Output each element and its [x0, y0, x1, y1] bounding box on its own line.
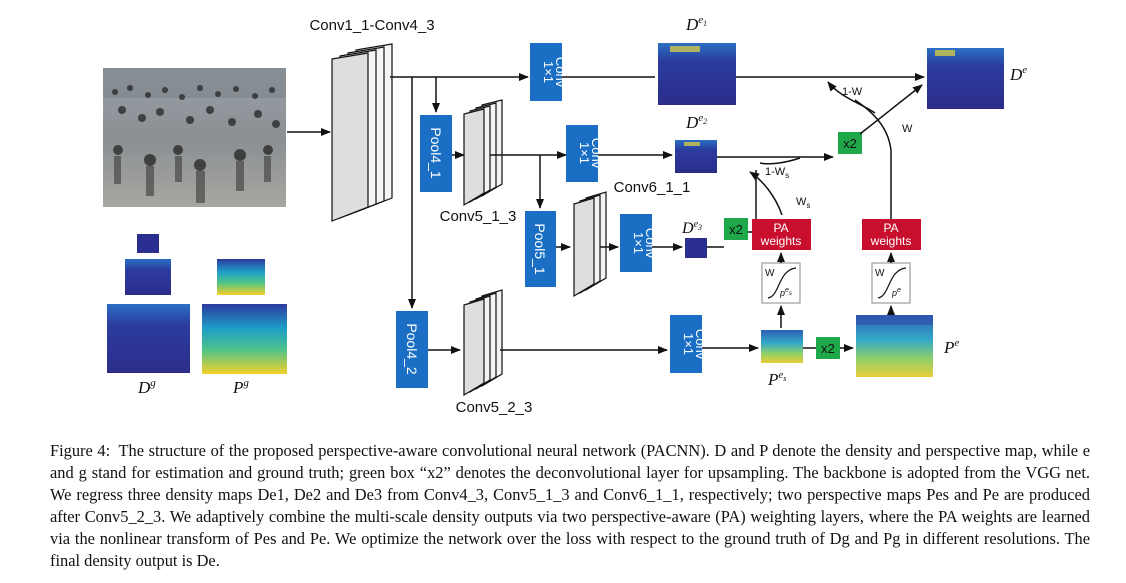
ground-truth-density-pyramid — [107, 234, 190, 373]
transform-box-large: W pe — [871, 262, 911, 304]
svg-text:1×1: 1×1 — [577, 142, 592, 164]
pool4-2-label: Pool4_2 — [404, 323, 420, 375]
pool4-2-box: Pool4_2 — [396, 311, 428, 388]
perspective-map-pes — [761, 330, 803, 363]
density-map-de3 — [685, 238, 707, 258]
conv6-1-1-label: Conv6_1_1 — [614, 179, 691, 196]
de-label: De — [1009, 64, 1027, 84]
density-map-de2 — [675, 140, 717, 173]
svg-text:Conv: Conv — [693, 329, 708, 360]
pool4-1-label: Pool4_1 — [428, 127, 444, 179]
svg-text:weights: weights — [760, 234, 802, 248]
backbone-conv-stack — [331, 43, 393, 222]
figure-caption: Figure 4: The structure of the proposed … — [50, 440, 1090, 572]
pool4-1-box: Pool4_1 — [420, 115, 452, 192]
backbone-label: Conv1_1-Conv4_3 — [309, 17, 434, 34]
svg-text:1×1: 1×1 — [541, 61, 556, 83]
weight-one-minus-w: 1-W — [842, 86, 863, 98]
svg-text:Conv: Conv — [589, 138, 604, 169]
dg-label: Dg — [137, 377, 156, 397]
svg-text:x2: x2 — [729, 222, 743, 237]
conv5-2-3-stack — [463, 289, 503, 397]
svg-text:PA: PA — [883, 221, 898, 235]
input-crowd-image — [103, 68, 286, 207]
svg-text:W: W — [765, 268, 775, 279]
svg-text:Conv: Conv — [553, 57, 568, 88]
svg-text:pes: pes — [779, 287, 792, 298]
ground-truth-perspective-pyramid — [202, 259, 287, 374]
de1-label: De1 — [685, 14, 707, 34]
pool5-1-label: Pool5_1 — [532, 223, 548, 275]
transform-box-small: W pes — [761, 262, 801, 304]
svg-text:PA: PA — [773, 221, 788, 235]
weight-ws: Ws — [796, 196, 810, 210]
conv5-1-3-label: Conv5_1_3 — [440, 208, 517, 225]
svg-text:x2: x2 — [843, 136, 857, 151]
conv5-1-3-stack — [463, 99, 503, 207]
density-map-de1 — [658, 43, 736, 105]
weight-one-minus-ws: 1-Ws — [765, 166, 789, 180]
caption-text: The structure of the proposed perspectiv… — [50, 441, 1090, 570]
pe-label: Pe — [943, 337, 959, 357]
pa-weights-large: PA weights — [862, 219, 921, 250]
svg-text:x2: x2 — [821, 341, 835, 356]
svg-text:Conv: Conv — [643, 228, 658, 259]
weight-w: W — [902, 123, 913, 135]
conv1x1-row1: 1×1 Conv — [530, 43, 568, 101]
pool5-1-box: Pool5_1 — [525, 211, 556, 287]
svg-text:1×1: 1×1 — [631, 232, 646, 254]
conv6-1-1-stack — [573, 191, 607, 298]
conv1x1-row3: 1×1 Conv — [620, 214, 658, 272]
conv1x1-row4: 1×1 Conv — [670, 315, 708, 373]
svg-text:pe: pe — [891, 287, 901, 298]
conv1x1-row2: 1×1 Conv — [566, 125, 604, 182]
upsample-x2-row3: x2 — [724, 218, 748, 240]
conv5-2-3-label: Conv5_2_3 — [456, 399, 533, 416]
upsample-x2-row2: x2 — [838, 132, 862, 154]
svg-text:weights: weights — [870, 234, 912, 248]
pacnn-architecture-figure: Conv1_1-Conv4_3 Pool4_1 Conv5_1_3 1×1 Co… — [103, 14, 1027, 416]
svg-text:1×1: 1×1 — [681, 333, 696, 355]
figure-label: Figure 4: — [50, 441, 111, 460]
svg-text:W: W — [875, 268, 885, 279]
pg-label: Pg — [232, 377, 249, 397]
pes-label: Pes — [767, 369, 786, 389]
de2-label: De2 — [685, 112, 707, 132]
perspective-map-pe — [856, 315, 933, 377]
density-map-de — [927, 48, 1004, 109]
de3-label: De3 — [681, 219, 702, 237]
pa-weights-small: PA weights — [752, 219, 811, 250]
upsample-x2-persp: x2 — [816, 337, 840, 359]
